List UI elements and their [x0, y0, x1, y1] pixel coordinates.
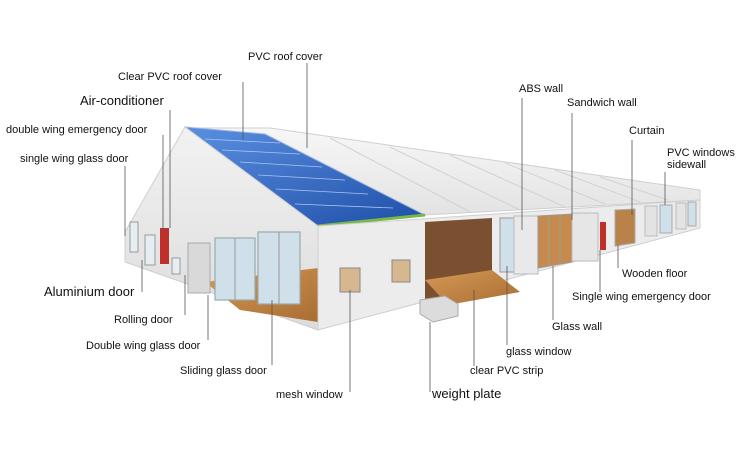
leader-lines: [124, 63, 666, 392]
curtain-bay: [614, 208, 636, 247]
label-single-wing-emergency-door: Single wing emergency door: [572, 291, 711, 303]
label-pvc-windows: PVC windows: [667, 147, 735, 159]
sliding-glass-door: [214, 231, 301, 305]
mesh-window-1: [339, 267, 361, 293]
label-glass-window: glass window: [506, 346, 572, 358]
wooden-floor-bay: [425, 270, 520, 305]
label-double-wing-glass-door: Double wing glass door: [86, 340, 201, 352]
solar-grid: [204, 138, 394, 209]
label-sidewall: sidewall: [667, 159, 707, 171]
abs-wall: [513, 215, 539, 275]
emergency-door-front: [160, 228, 169, 264]
mesh-window-2: [391, 259, 411, 283]
label-sandwich-wall: Sandwich wall: [567, 97, 637, 109]
glass-window: [499, 217, 515, 273]
glass-wall: [537, 213, 573, 269]
label-wooden-floor: Wooden floor: [622, 268, 688, 280]
weight-plate: [419, 295, 459, 323]
label-air-conditioner: Air-conditioner: [80, 93, 164, 108]
label-double-wing-emergency-door: double wing emergency door: [6, 124, 148, 136]
label-curtain: Curtain: [629, 125, 665, 137]
label-aluminium-door: Aluminium door: [44, 284, 135, 299]
label-rolling-door: Rolling door: [114, 314, 173, 326]
label-clear-pvc-roof-cover: Clear PVC roof cover: [118, 71, 222, 83]
label-glass-wall: Glass wall: [552, 321, 603, 333]
label-clear-pvc-strip: clear PVC strip: [470, 365, 544, 377]
label-single-wing-glass-door: single wing glass door: [20, 153, 129, 165]
rolling-door: [187, 242, 211, 294]
label-pvc-roof-cover: PVC roof cover: [248, 51, 323, 63]
label-abs-wall: ABS wall: [519, 83, 564, 95]
label-weight-plate: weight plate: [432, 386, 502, 401]
label-mesh-window: mesh window: [276, 389, 343, 401]
label-sliding-glass-door: Sliding glass door: [180, 365, 267, 377]
emergency-door-side: [600, 222, 606, 250]
sandwich-wall: [571, 212, 599, 262]
